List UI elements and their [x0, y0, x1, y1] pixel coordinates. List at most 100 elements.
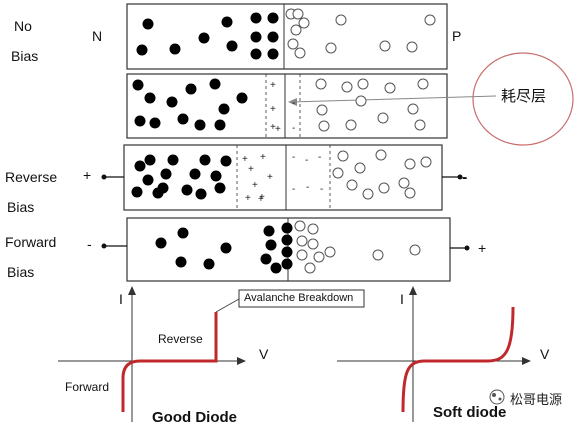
electron — [281, 222, 293, 234]
reverse-left-sign: + — [83, 167, 92, 183]
avalanche-pointer — [215, 298, 240, 313]
electron — [221, 16, 233, 28]
hole — [409, 244, 421, 256]
positive-ion: + — [258, 194, 264, 205]
depletion-callout-arrowhead — [288, 98, 297, 106]
negative-ion: - — [318, 152, 321, 163]
electron — [177, 113, 189, 125]
avalanche-annotation-label: Avalanche Breakdown — [244, 292, 354, 304]
negative-ion: - — [292, 123, 295, 134]
electron — [250, 31, 262, 43]
hole — [298, 17, 310, 29]
hole — [424, 14, 436, 26]
soft-diode-curve — [401, 306, 515, 413]
electron — [131, 186, 143, 198]
hole — [296, 235, 308, 247]
forward-region-label: Forward — [65, 380, 110, 394]
electron — [199, 154, 211, 166]
hole — [406, 41, 418, 53]
positive-ion: + — [242, 154, 248, 165]
electron — [155, 237, 167, 249]
electron — [209, 78, 221, 90]
terminal-dot-right-reverse — [457, 174, 463, 180]
hole — [420, 156, 432, 168]
electron — [149, 117, 161, 129]
depletion-callout-label: 耗尽层 — [501, 87, 547, 105]
positive-ion: + — [270, 122, 276, 133]
reverse-right-sign: - — [462, 169, 468, 186]
avalanche-annotation-box — [238, 289, 365, 308]
watermark-icon-inner-b — [498, 397, 502, 401]
row-label-no-bias: Bias — [11, 48, 39, 64]
positive-ion: + — [248, 164, 254, 175]
positive-ion: + — [270, 104, 276, 115]
hole — [337, 150, 349, 162]
left-graph-y-arrowhead — [128, 286, 136, 295]
positive-ion: + — [259, 192, 265, 203]
positive-ion: + — [252, 180, 258, 191]
row-label-reverse: Reverse — [5, 169, 58, 185]
electron — [134, 115, 146, 127]
hole — [357, 78, 369, 90]
positive-ion: + — [270, 80, 276, 91]
electron — [132, 79, 144, 91]
right-graph-y-label: I — [400, 291, 404, 307]
hole — [341, 81, 353, 93]
watermark-icon — [489, 389, 505, 405]
hole — [362, 188, 374, 200]
row-label-forward: Forward — [5, 234, 57, 250]
electron — [144, 154, 156, 166]
junction-box-depletion — [126, 73, 448, 139]
electron — [267, 31, 279, 43]
positive-ion: + — [267, 172, 273, 183]
electron — [226, 40, 238, 52]
electron — [169, 43, 181, 55]
positive-ion: + — [245, 193, 251, 204]
hole — [379, 40, 391, 52]
electron — [195, 188, 207, 200]
junction-box-no-bias — [126, 3, 448, 70]
hole — [384, 82, 396, 94]
hole — [407, 103, 419, 115]
terminal-dot-left-reverse — [101, 174, 107, 180]
reverse-region-label: Reverse — [158, 332, 203, 346]
electron — [214, 119, 226, 131]
electron — [177, 227, 189, 239]
hole — [294, 220, 306, 232]
hole — [355, 95, 367, 107]
left-graph-x-label: V — [259, 346, 269, 362]
hole — [325, 42, 337, 54]
hole — [313, 251, 325, 263]
negative-ion: - — [292, 98, 295, 109]
hole — [315, 78, 327, 90]
electron — [166, 96, 178, 108]
positive-ion: + — [275, 124, 281, 135]
electron — [267, 12, 279, 24]
negative-ion: - — [292, 184, 295, 195]
hole — [307, 223, 319, 235]
hole — [375, 149, 387, 161]
electron — [218, 103, 230, 115]
hole — [304, 262, 316, 274]
forward-left-sign: - — [87, 236, 92, 252]
hole — [335, 14, 347, 26]
terminal-dot-left-forward — [101, 243, 107, 249]
depletion-callout-ellipse — [472, 52, 574, 146]
carrier-particles: ++++--++++++++------ — [131, 8, 436, 274]
electron — [142, 174, 154, 186]
electron — [198, 32, 210, 44]
electron — [250, 48, 262, 60]
electron — [260, 253, 272, 265]
hole — [290, 24, 302, 36]
hole — [345, 119, 357, 131]
electron — [189, 168, 201, 180]
electron — [263, 225, 275, 237]
hole — [354, 162, 366, 174]
hole — [316, 104, 328, 116]
left-graph-x-arrowhead — [237, 357, 246, 365]
electron — [142, 18, 154, 30]
electron — [136, 44, 148, 56]
electron — [281, 234, 293, 246]
hole — [404, 187, 416, 199]
